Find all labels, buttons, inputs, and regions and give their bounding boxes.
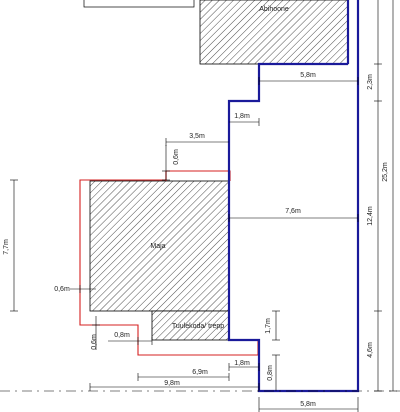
dim-1-7: 1,7m xyxy=(265,318,272,334)
dim-25-2: 25,2m xyxy=(382,162,389,182)
dim-5-8-top: 5,8m xyxy=(300,72,316,79)
dim-1-8-bottom: 1,8m xyxy=(234,360,250,367)
house-building-label: Maja xyxy=(150,243,165,250)
dim-7-6: 7,6m xyxy=(285,208,301,215)
dim-4-6: 4,6m xyxy=(367,342,374,358)
dim-12-4: 12,4m xyxy=(367,206,374,226)
neighbor-building-label: Abihoone xyxy=(259,6,289,13)
title-box xyxy=(83,0,195,8)
house-building xyxy=(89,180,230,312)
dim-0-6-left: 0,6m xyxy=(54,286,70,293)
dim-0-8-left: 0,8m xyxy=(114,332,130,339)
stairs-building xyxy=(151,310,230,341)
dim-0-6-top: 0,6m xyxy=(173,149,180,165)
dim-6-9: 6,9m xyxy=(192,369,208,376)
dim-7-7: 7,7m xyxy=(3,239,10,255)
dim-1-8-top: 1,8m xyxy=(234,113,250,120)
neighbor-building xyxy=(199,0,349,65)
dim-0-8-bottom: 0,8m xyxy=(267,365,274,381)
dim-3-5: 3,5m xyxy=(189,133,205,140)
dim-5-8-bottom: 5,8m xyxy=(300,401,316,408)
dim-9-8: 9,8m xyxy=(164,380,180,387)
dim-0-6-bottom: 0,6m xyxy=(91,334,98,350)
stairs-building-label: Tuulekoda/ trepp xyxy=(172,323,224,330)
dim-2-3: 2,3m xyxy=(367,74,374,90)
red-footprint-outline xyxy=(165,170,231,181)
